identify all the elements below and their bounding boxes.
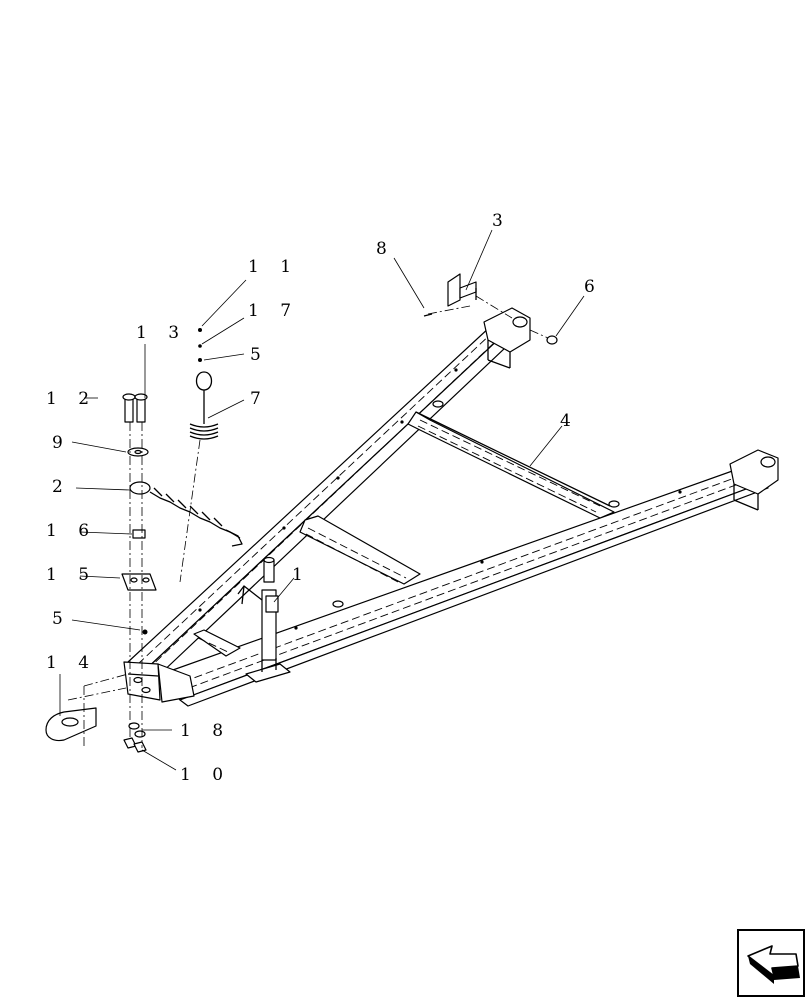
callout-4: 4 [560,411,579,431]
callout-15: 1 5 [46,565,97,585]
callout-16: 1 6 [46,521,97,541]
callout-6: 6 [584,277,603,297]
previous-page-arrow-icon [747,945,800,984]
rear-hardware [423,273,558,345]
hitch-hardware [45,393,243,753]
callout-10: 1 0 [180,765,231,785]
callout-5-lower: 5 [52,609,71,629]
callout-13: 1 3 [136,323,187,343]
callout-1: 1 [292,565,311,585]
callout-17: 1 7 [248,301,299,321]
jack-stand [237,556,291,683]
previous-page-button[interactable] [737,929,805,997]
pin-assembly [179,328,219,583]
hitch-frame [123,307,779,707]
callout-12: 1 2 [46,389,97,409]
leader-lines [59,229,585,771]
callout-5-upper: 5 [250,345,269,365]
callout-14: 1 4 [46,653,97,673]
callout-7: 7 [250,389,269,409]
callout-2: 2 [52,477,71,497]
callout-3: 3 [492,211,511,231]
callout-18: 1 8 [180,721,231,741]
callout-9: 9 [52,433,71,453]
callout-labels: 1 1 1 7 5 7 1 3 1 2 9 2 1 6 1 5 5 1 4 1 … [46,211,603,785]
callout-11: 1 1 [248,257,299,277]
callout-8: 8 [376,239,395,259]
